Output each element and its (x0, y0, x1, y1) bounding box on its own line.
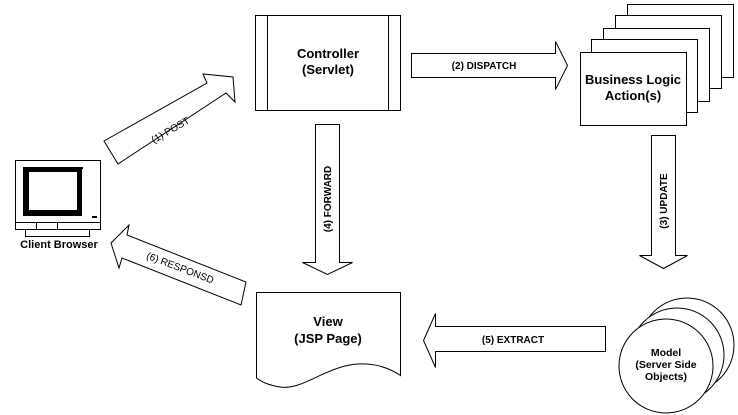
business-logic-label-line1: Business Logic (585, 72, 681, 87)
business-logic-node: Business Logic Action(s) (580, 4, 734, 126)
respond-arrow: (6) RESPONSD (110, 223, 247, 306)
post-arrow: (1) POST (103, 73, 236, 165)
model-label-line2: (Server Side (635, 359, 696, 371)
extract-arrow: (5) EXTRACT (422, 313, 606, 368)
extract-arrow-label: (5) EXTRACT (482, 335, 544, 346)
update-arrow: (3) UPDATE (639, 135, 688, 270)
controller-node: Controller (Servlet) (255, 15, 401, 111)
controller-label-line2: (Servlet) (302, 62, 354, 77)
dispatch-arrow-label: (2) DISPATCH (452, 61, 517, 72)
computer-monitor-icon (15, 160, 101, 237)
business-logic-label-line2: Action(s) (605, 88, 661, 103)
forward-arrow: (4) FORWARD (302, 124, 353, 276)
view-label-line1: View (313, 314, 343, 329)
controller-label-line1: Controller (297, 46, 359, 61)
forward-arrow-label: (4) FORWARD (323, 166, 334, 232)
view-node: View (JSP Page) (256, 292, 401, 388)
model-node: Model (Server Side Objects) (618, 297, 735, 414)
client-browser-node: Client Browser (15, 160, 101, 251)
dispatch-arrow: (2) DISPATCH (411, 41, 569, 90)
client-browser-label: Client Browser (20, 239, 98, 251)
update-arrow-label: (3) UPDATE (659, 173, 670, 229)
model-label-line1: Model (651, 347, 681, 359)
view-label-line2: (JSP Page) (294, 331, 362, 346)
model-label-line3: Objects) (645, 371, 687, 383)
